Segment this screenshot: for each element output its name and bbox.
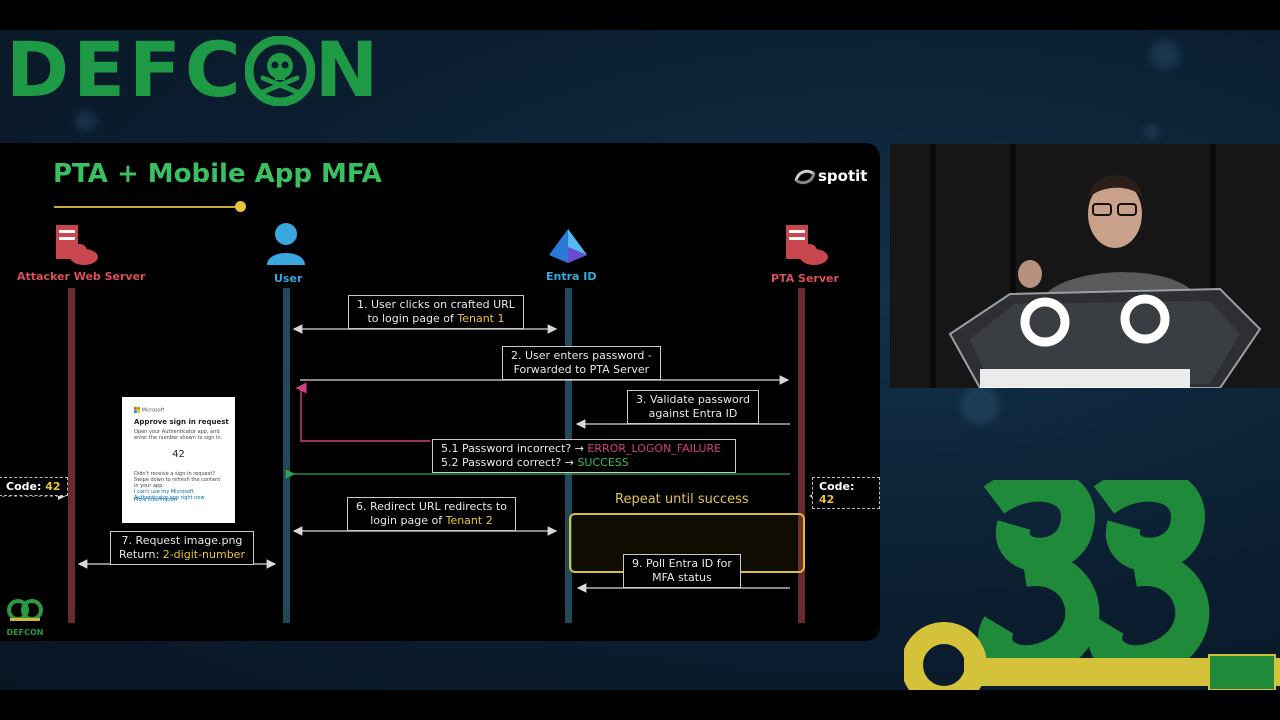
actor-label-entra: Entra ID bbox=[546, 270, 597, 283]
code-box-left: Code: 42 bbox=[0, 477, 68, 496]
message-text: login page of bbox=[370, 514, 446, 527]
message-text: Return: bbox=[119, 548, 163, 561]
actor-label-pta: PTA Server bbox=[771, 272, 839, 285]
corner-badge-label: DEFCON bbox=[6, 628, 44, 637]
approve-link-info[interactable]: More information bbox=[134, 497, 177, 503]
code-box-right: Code: 42 bbox=[812, 477, 880, 509]
message-text: Forwarded to PTA Server bbox=[513, 363, 650, 376]
approve-instruction: Open your Authenticator app, and enter t… bbox=[134, 429, 223, 441]
lifeline-user bbox=[283, 288, 290, 623]
bokeh-light bbox=[75, 110, 97, 132]
message-text: 9. Poll Entra ID for bbox=[632, 557, 732, 570]
message-success-code: SUCCESS bbox=[577, 456, 629, 469]
message-7: 7. Request image.png Return: 2-digit-num… bbox=[110, 531, 254, 565]
message-text: to login page of bbox=[367, 312, 458, 325]
message-error-code: ERROR_LOGON_FAILURE bbox=[587, 442, 722, 455]
code-label: Code: bbox=[6, 480, 46, 493]
message-2: 2. User enters password - Forwarded to P… bbox=[502, 346, 661, 380]
defcon-wordmark: DEFC N bbox=[6, 32, 382, 108]
bokeh-light bbox=[960, 385, 1000, 425]
approve-title: Approve sign in request bbox=[134, 418, 229, 426]
spotit-logo-icon bbox=[794, 169, 816, 184]
message-3: 3. Validate password against Entra ID bbox=[627, 390, 760, 424]
bokeh-light bbox=[1145, 125, 1159, 139]
defcon-33-icon bbox=[7, 599, 43, 621]
message-text: 1. User clicks on crafted URL bbox=[357, 298, 515, 311]
presentation-slide: PTA + Mobile App MFA spotit Attacker Web… bbox=[0, 143, 880, 641]
message-1: 1. User clicks on crafted URL to login p… bbox=[348, 295, 524, 329]
corner-defcon-badge: DEFCON bbox=[4, 598, 46, 637]
brand-logo: spotit bbox=[794, 167, 867, 185]
title-underline-dot bbox=[235, 201, 246, 212]
code-value: 42 bbox=[819, 493, 835, 506]
message-text: MFA status bbox=[652, 571, 712, 584]
approve-help: Didn't receive a sign-in request? Swipe … bbox=[134, 471, 221, 489]
message-highlight: Tenant 2 bbox=[445, 514, 493, 527]
speaker-photo bbox=[890, 144, 1280, 388]
microsoft-logo-icon bbox=[134, 407, 140, 413]
message-text: 3. Validate password bbox=[636, 393, 751, 406]
message-text: 5.2 Password correct? → bbox=[441, 456, 578, 469]
approve-number: 42 bbox=[172, 449, 185, 460]
speaker-video-feed bbox=[890, 144, 1280, 388]
message-text: 2. User enters password - bbox=[511, 349, 652, 362]
message-highlight: Tenant 1 bbox=[457, 312, 505, 325]
server-cloud-icon bbox=[56, 225, 98, 265]
approve-link-alt[interactable]: I can't use my Microsoft Authenticator a… bbox=[134, 489, 205, 501]
code-value: 42 bbox=[45, 480, 61, 493]
server-cloud-icon bbox=[786, 225, 828, 265]
message-highlight: 2-digit-number bbox=[162, 548, 245, 561]
bokeh-light bbox=[1150, 40, 1180, 70]
message-9: 9. Poll Entra ID for MFA status bbox=[623, 554, 741, 588]
lifeline-pta bbox=[798, 288, 805, 623]
actor-label-attacker: Attacker Web Server bbox=[17, 270, 146, 283]
approve-signin-card: Microsoft Approve sign in request Open y… bbox=[122, 397, 235, 523]
brand-name: spotit bbox=[818, 167, 868, 185]
skull-crossbones-icon bbox=[244, 36, 315, 106]
slide-title: PTA + Mobile App MFA bbox=[53, 159, 382, 189]
lifeline-attacker bbox=[68, 288, 75, 623]
entra-id-icon bbox=[549, 229, 587, 263]
message-text: 5.1 Password incorrect? → bbox=[441, 442, 588, 455]
repeat-label: Repeat until success bbox=[615, 492, 749, 507]
message-text: 6. Redirect URL redirects to bbox=[356, 500, 507, 513]
defcon-wordmark-tail: N bbox=[314, 30, 383, 114]
message-5: 5.1 Password incorrect? → ERROR_LOGON_FA… bbox=[432, 439, 737, 473]
defcon-33-artwork bbox=[904, 480, 1280, 690]
actor-label-user: User bbox=[274, 272, 303, 285]
title-underline bbox=[54, 206, 240, 208]
message-6: 6. Redirect URL redirects to login page … bbox=[347, 497, 516, 531]
video-stage: DEFC N PTA + Mobile App MFA spotit Attac… bbox=[0, 30, 1280, 690]
microsoft-label: Microsoft bbox=[141, 407, 165, 414]
code-label: Code: bbox=[819, 480, 855, 493]
message-text: against Entra ID bbox=[648, 407, 738, 420]
defcon-wordmark-text: DEFC bbox=[6, 30, 245, 114]
microsoft-brand: Microsoft bbox=[134, 407, 164, 414]
message-text: 7. Request image.png bbox=[121, 534, 243, 547]
user-icon bbox=[267, 223, 305, 265]
arrow-5-1 bbox=[295, 382, 430, 442]
